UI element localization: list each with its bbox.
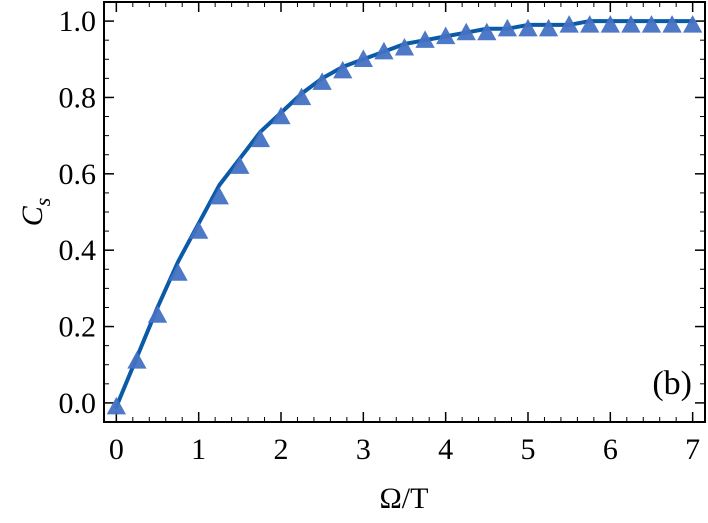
triangle-marker bbox=[271, 106, 291, 125]
triangle-marker bbox=[662, 15, 682, 33]
x-tick-label: 0 bbox=[109, 433, 124, 466]
triangle-marker bbox=[127, 351, 147, 369]
x-tick-label: 4 bbox=[438, 433, 453, 466]
panel-label: (b) bbox=[652, 365, 692, 402]
x-tick-label: 1 bbox=[191, 433, 206, 466]
triangle-marker bbox=[415, 30, 435, 48]
triangle-marker bbox=[497, 18, 518, 37]
triangle-marker bbox=[353, 49, 373, 67]
triangle-marker bbox=[168, 263, 188, 281]
y-tick-label: 0.0 bbox=[59, 387, 97, 420]
triangle-marker bbox=[189, 221, 209, 239]
triangle-marker bbox=[456, 22, 476, 41]
marker-layer bbox=[106, 15, 703, 415]
triangle-marker bbox=[580, 15, 600, 33]
y-axis-label-text: Cs bbox=[16, 198, 55, 227]
triangle-marker bbox=[641, 15, 662, 33]
triangle-marker bbox=[600, 15, 620, 33]
triangle-marker bbox=[477, 22, 497, 41]
triangle-marker bbox=[621, 15, 641, 33]
triangle-marker bbox=[394, 37, 415, 56]
triangle-marker bbox=[683, 15, 703, 33]
y-axis-label-subscript: s bbox=[30, 198, 55, 207]
y-axis-label: Cs bbox=[16, 198, 55, 227]
x-tick-label: 3 bbox=[356, 433, 371, 466]
x-tick-labels: 0 1 2 3 4 5 6 7 bbox=[109, 433, 700, 466]
plot-area bbox=[103, 1, 706, 423]
x-tick-label: 6 bbox=[603, 433, 618, 466]
triangle-marker bbox=[209, 186, 229, 205]
triangle-marker bbox=[250, 129, 271, 148]
triangle-marker bbox=[312, 72, 332, 90]
y-tick-label: 0.4 bbox=[59, 234, 97, 267]
triangle-marker bbox=[291, 87, 312, 106]
y-tick-label: 0.6 bbox=[59, 158, 97, 191]
triangle-marker bbox=[106, 396, 126, 415]
triangle-marker bbox=[230, 156, 250, 174]
triangle-marker bbox=[538, 18, 559, 37]
plot-frame bbox=[103, 1, 706, 423]
x-tick-label: 5 bbox=[520, 433, 535, 466]
y-tick-label: 1.0 bbox=[59, 5, 97, 38]
axis-ticks bbox=[104, 2, 705, 422]
y-tick-label: 0.2 bbox=[59, 311, 97, 344]
x-tick-label: 7 bbox=[685, 433, 700, 466]
y-tick-label: 0.8 bbox=[59, 81, 97, 114]
x-axis-label: Ω/T bbox=[380, 482, 429, 515]
triangle-marker bbox=[559, 15, 579, 33]
triangle-marker bbox=[147, 305, 168, 323]
triangle-marker bbox=[518, 18, 538, 37]
y-tick-labels: 0.0 0.2 0.4 0.6 0.8 1.0 bbox=[59, 5, 97, 420]
y-axis-label-base: C bbox=[16, 205, 49, 226]
triangle-marker bbox=[333, 60, 353, 79]
fit-curve bbox=[114, 19, 695, 409]
triangle-marker bbox=[374, 41, 394, 60]
x-tick-label: 2 bbox=[274, 433, 289, 466]
triangle-marker bbox=[436, 26, 456, 45]
fit-curve-layer bbox=[114, 19, 695, 409]
